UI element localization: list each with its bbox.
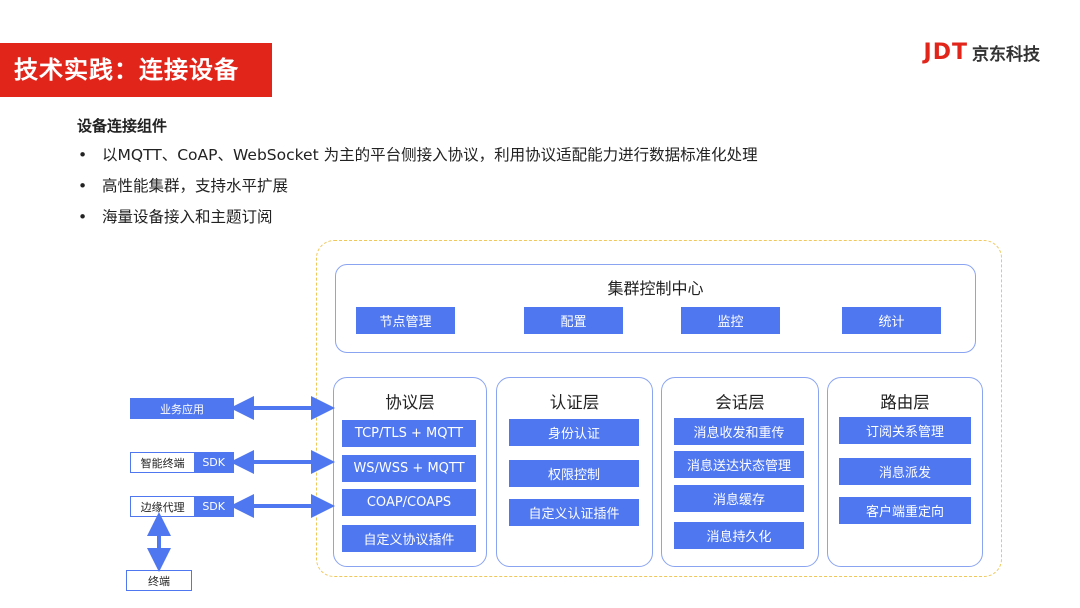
session-item: 消息送达状态管理: [674, 451, 804, 478]
bullet-icon: •: [78, 146, 88, 164]
config-block: 配置: [524, 307, 623, 334]
layer-title: 认证层: [549, 393, 600, 412]
node-management-block: 节点管理: [356, 307, 455, 334]
business-app-box: 业务应用: [130, 398, 234, 419]
protocol-item: 自定义协议插件: [342, 525, 476, 552]
statistics-block: 统计: [842, 307, 941, 334]
bullet-text: 海量设备接入和主题订阅: [102, 208, 273, 226]
routing-item: 消息派发: [839, 458, 971, 485]
session-item: 消息收发和重传: [674, 418, 804, 445]
smart-terminal-box: 智能终端 SDK: [130, 452, 234, 473]
edge-proxy-label: 边缘代理: [140, 500, 185, 514]
sdk-label: SDK: [194, 453, 233, 472]
brand-logo: JDT 京东科技: [924, 40, 1040, 65]
bullet-text: 高性能集群，支持水平扩展: [102, 177, 289, 195]
bullet-icon: •: [78, 177, 88, 195]
list-item: • 以MQTT、CoAP、WebSocket 为主的平台侧接入协议，利用协议适配能…: [78, 143, 758, 174]
auth-item: 身份认证: [509, 419, 639, 446]
routing-item: 订阅关系管理: [839, 417, 971, 444]
session-item: 消息持久化: [674, 522, 804, 549]
layer-title: 路由层: [880, 393, 930, 412]
monitor-block: 监控: [681, 307, 780, 334]
auth-item: 权限控制: [509, 460, 639, 487]
routing-layer: 路由层: [827, 377, 983, 567]
edge-proxy-box: 边缘代理 SDK: [130, 496, 234, 517]
auth-item: 自定义认证插件: [509, 499, 639, 526]
logo-text: 京东科技: [972, 45, 1040, 65]
logo-mark: JDT: [923, 40, 968, 65]
cluster-title: 集群控制中心: [607, 279, 704, 298]
business-app-label: 业务应用: [160, 402, 204, 416]
list-item: • 海量设备接入和主题订阅: [78, 205, 758, 236]
protocol-item: WS/WSS + MQTT: [342, 455, 476, 482]
session-layer: 会话层: [661, 377, 819, 567]
bullet-icon: •: [78, 208, 88, 226]
page-title: 技术实践：连接设备: [0, 43, 272, 97]
layer-title: 协议层: [385, 393, 435, 412]
protocol-item: TCP/TLS + MQTT: [342, 420, 476, 447]
auth-layer: 认证层: [496, 377, 653, 567]
session-item: 消息缓存: [674, 485, 804, 512]
smart-terminal-label: 智能终端: [140, 456, 185, 470]
sdk-label: SDK: [194, 497, 233, 516]
list-item: • 高性能集群，支持水平扩展: [78, 174, 758, 205]
routing-item: 客户端重定向: [839, 497, 971, 524]
layer-title: 会话层: [715, 393, 765, 412]
cluster-control-center: 集群控制中心: [335, 264, 976, 353]
section-title: 设备连接组件: [77, 117, 168, 135]
protocol-item: COAP/COAPS: [342, 489, 476, 516]
terminal-label: 终端: [148, 574, 170, 588]
bullet-text: 以MQTT、CoAP、WebSocket 为主的平台侧接入协议，利用协议适配能力…: [102, 146, 758, 164]
feature-list: • 以MQTT、CoAP、WebSocket 为主的平台侧接入协议，利用协议适配能…: [78, 143, 758, 236]
